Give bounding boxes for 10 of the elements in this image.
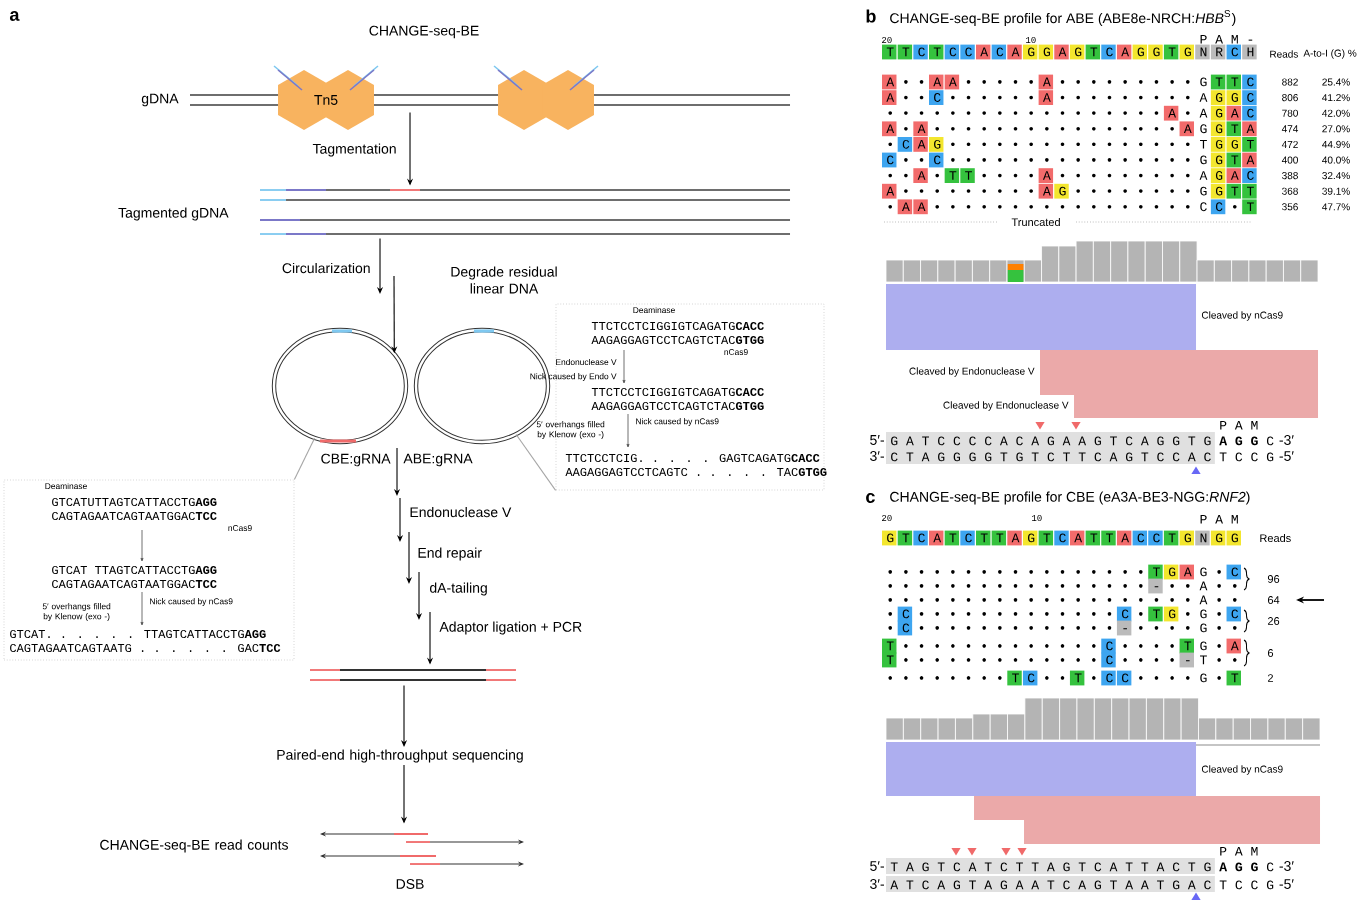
panel-letter: b xyxy=(866,9,876,23)
panel-letter: c xyxy=(866,493,875,503)
panel-letter: a xyxy=(9,11,20,21)
transposase-hexagon xyxy=(493,65,599,130)
circular-dna xyxy=(271,327,409,445)
read-coverage-band xyxy=(974,796,1320,820)
adaptor-ligated-dna xyxy=(309,669,517,681)
read-coverage-band xyxy=(1024,820,1320,844)
leader-line xyxy=(515,433,557,491)
leader-line xyxy=(293,437,316,481)
